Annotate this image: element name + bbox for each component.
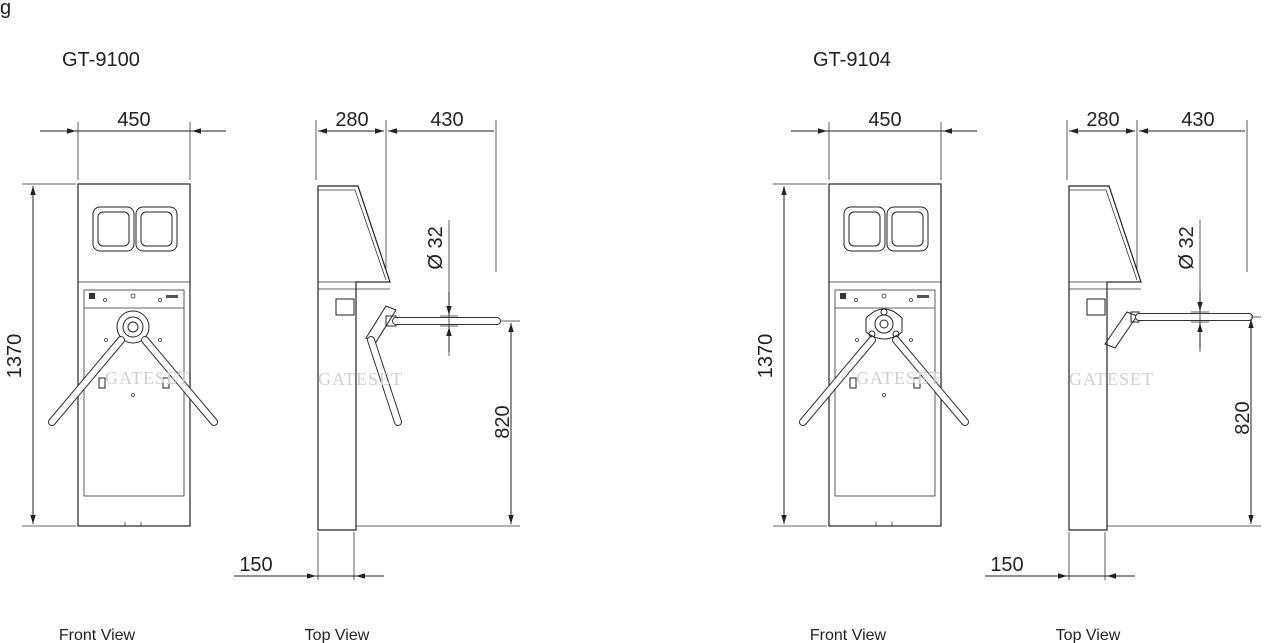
drawing-gt-9100: GT-9100 450 1370 bbox=[4, 49, 520, 643]
width-dimension: 450 bbox=[117, 109, 150, 131]
watermark: GATESET bbox=[105, 368, 190, 388]
model-title: GT-9100 bbox=[62, 49, 140, 71]
top-view-label: Top View bbox=[305, 627, 370, 643]
top-view-label: Top View bbox=[1056, 627, 1121, 643]
depth-dimension: 280 bbox=[1086, 109, 1119, 131]
reach-dimension: 430 bbox=[1181, 109, 1214, 131]
height-dimension: 1370 bbox=[755, 334, 777, 379]
corner-text: g bbox=[0, 0, 11, 19]
front-view: 450 1370 bbox=[755, 109, 977, 643]
tube-diameter-dimension: Ø 32 bbox=[425, 226, 447, 269]
front-view-label: Front View bbox=[810, 627, 887, 643]
watermark: GATESET bbox=[856, 368, 941, 388]
model-title: GT-9104 bbox=[813, 49, 891, 71]
tripod-arm-left bbox=[799, 336, 876, 426]
arm-height-dimension: 820 bbox=[1232, 401, 1254, 434]
height-dimension: 1370 bbox=[4, 334, 26, 379]
arm-height-dimension: 820 bbox=[492, 405, 514, 438]
tripod-arm-left bbox=[48, 336, 125, 426]
lower-arm bbox=[367, 336, 402, 426]
watermark: GATESET bbox=[318, 369, 403, 389]
top-view: 280 430 GATESET Ø 32 820 bbox=[985, 109, 1261, 643]
watermark: GATESET bbox=[1069, 369, 1154, 389]
front-view: 450 1370 bbox=[4, 109, 226, 643]
drawing-gt-9104: GT-9104 450 1370 bbox=[755, 49, 1261, 643]
reach-dimension: 430 bbox=[430, 109, 463, 131]
top-view: 280 430 GATESET bbox=[234, 109, 520, 643]
base-dimension: 150 bbox=[239, 554, 272, 576]
width-dimension: 450 bbox=[868, 109, 901, 131]
base-dimension: 150 bbox=[990, 554, 1023, 576]
tripod-arm-right bbox=[141, 336, 218, 426]
front-view-label: Front View bbox=[59, 627, 136, 643]
tube-diameter-dimension: Ø 32 bbox=[1176, 226, 1198, 269]
tripod-arm-right bbox=[892, 336, 969, 426]
depth-dimension: 280 bbox=[335, 109, 368, 131]
